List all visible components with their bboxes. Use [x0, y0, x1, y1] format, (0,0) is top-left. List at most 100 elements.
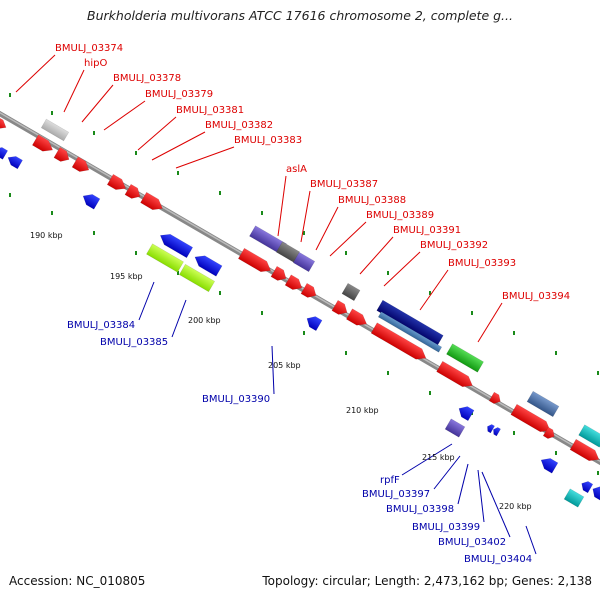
- gene-box: [40, 118, 70, 142]
- gene-label-reverse: BMULJ_03385: [100, 337, 168, 348]
- accession-label: Accession: NC_010805: [9, 574, 146, 588]
- scale-tick-label: 210 kbp: [346, 406, 379, 415]
- gene-box-shape: [526, 390, 560, 418]
- scale-tick: [513, 331, 515, 335]
- scale-tick: [219, 291, 221, 295]
- scale-tick: [135, 251, 137, 255]
- scale-tick: [9, 93, 11, 97]
- label-leader-line: [329, 221, 367, 257]
- gene-reverse-arrow: [159, 234, 194, 259]
- label-leader-line: [175, 146, 235, 169]
- scale-tick: [219, 191, 221, 195]
- gene-box: [292, 251, 316, 273]
- gene-forward-arrow: [510, 403, 551, 432]
- label-leader-line: [15, 54, 56, 93]
- label-leader-line: [315, 206, 339, 251]
- gene-forward-arrow: [270, 265, 287, 281]
- gene-label-forward: aslA: [286, 164, 307, 175]
- label-leader-line: [383, 251, 421, 287]
- gene-reverse-arrow: [493, 427, 501, 437]
- label-leader-line: [81, 84, 114, 123]
- gene-reverse-arrow-shape: [82, 194, 101, 210]
- scale-tick: [555, 451, 557, 455]
- gene-label-reverse: BMULJ_03402: [438, 537, 506, 548]
- gene-label-forward: hipO: [84, 58, 107, 69]
- gene-reverse-arrow-shape: [581, 481, 594, 494]
- gene-label-forward: BMULJ_03382: [205, 120, 273, 131]
- gene-box-shape: [444, 418, 466, 438]
- scale-tick: [51, 111, 53, 115]
- gene-label-reverse: BMULJ_03398: [386, 504, 454, 515]
- label-leader-line: [419, 269, 449, 311]
- gene-box: [578, 424, 600, 448]
- gene-forward-arrow: [300, 282, 317, 298]
- gene-forward-arrow-shape: [436, 360, 473, 387]
- gene-reverse-arrow-shape: [487, 424, 495, 434]
- gene-label-forward: BMULJ_03378: [113, 73, 181, 84]
- scale-tick: [387, 371, 389, 375]
- gene-box-shape: [146, 243, 184, 273]
- gene-box: [146, 243, 184, 273]
- gene-box: [563, 488, 585, 508]
- gene-label-forward: BMULJ_03394: [502, 291, 570, 302]
- gene-label-forward: BMULJ_03381: [176, 105, 244, 116]
- gene-label-reverse: BMULJ_03404: [464, 554, 532, 565]
- label-leader-line: [477, 469, 485, 523]
- scale-tick: [345, 351, 347, 355]
- label-leader-line: [300, 190, 311, 243]
- gene-label-forward: BMULJ_03387: [310, 179, 378, 190]
- scale-tick-label: 220 kbp: [499, 502, 532, 511]
- scale-tick: [93, 231, 95, 235]
- gene-label-forward: BMULJ_03388: [338, 195, 406, 206]
- scale-tick-label: 215 kbp: [422, 453, 455, 462]
- gene-box: [444, 418, 466, 438]
- gene-box-shape: [292, 251, 316, 273]
- gene-forward-arrow: [31, 134, 53, 152]
- gene-box-shape: [341, 282, 361, 302]
- gene-label-reverse: BMULJ_03390: [202, 394, 270, 405]
- label-leader-line: [433, 455, 461, 490]
- gene-box-shape: [40, 118, 70, 142]
- scale-tick: [261, 311, 263, 315]
- topology-label: Topology: circular; Length: 2,473,162 bp…: [262, 574, 592, 588]
- gene-reverse-arrow-shape: [159, 234, 194, 259]
- gene-label-reverse: BMULJ_03399: [412, 522, 480, 533]
- gene-reverse-arrow-shape: [306, 316, 323, 332]
- label-leader-line: [477, 302, 503, 343]
- gene-box: [446, 343, 484, 373]
- gene-forward-arrow: [0, 115, 7, 129]
- gene-forward-arrow: [53, 146, 70, 162]
- gene-label-forward: BMULJ_03374: [55, 43, 123, 54]
- gene-label-forward: BMULJ_03389: [366, 210, 434, 221]
- gene-reverse-arrow-shape: [0, 147, 9, 160]
- gene-forward-arrow: [106, 173, 127, 190]
- gene-forward-arrow: [370, 322, 427, 360]
- scale-tick: [177, 171, 179, 175]
- gene-label-reverse: BMULJ_03384: [67, 320, 135, 331]
- gene-box: [178, 263, 216, 293]
- gene-forward-arrow-shape: [370, 322, 427, 360]
- label-leader-line: [103, 100, 146, 131]
- gene-box-shape: [377, 311, 443, 353]
- label-leader-line: [63, 69, 85, 113]
- scale-tick-label: 200 kbp: [188, 316, 221, 325]
- gene-box-shape: [178, 263, 216, 293]
- gene-forward-arrow: [436, 360, 473, 387]
- gene-forward-arrow: [331, 299, 348, 315]
- scale-tick: [387, 271, 389, 275]
- gene-forward-arrow-shape: [345, 308, 367, 326]
- gene-forward-arrow: [488, 391, 501, 404]
- scale-tick: [345, 251, 347, 255]
- gene-reverse-arrow: [0, 147, 9, 160]
- map-title: Burkholderia multivorans ATCC 17616 chro…: [87, 8, 513, 23]
- gene-forward-arrow-shape: [270, 265, 287, 281]
- gene-box: [377, 311, 443, 353]
- label-leader-line: [137, 116, 177, 151]
- gene-label-forward: BMULJ_03383: [234, 135, 302, 146]
- scale-tick: [303, 331, 305, 335]
- scale-tick: [429, 391, 431, 395]
- scale-tick: [303, 231, 305, 235]
- gene-forward-arrow: [124, 183, 141, 199]
- scale-tick-label: 205 kbp: [268, 361, 301, 370]
